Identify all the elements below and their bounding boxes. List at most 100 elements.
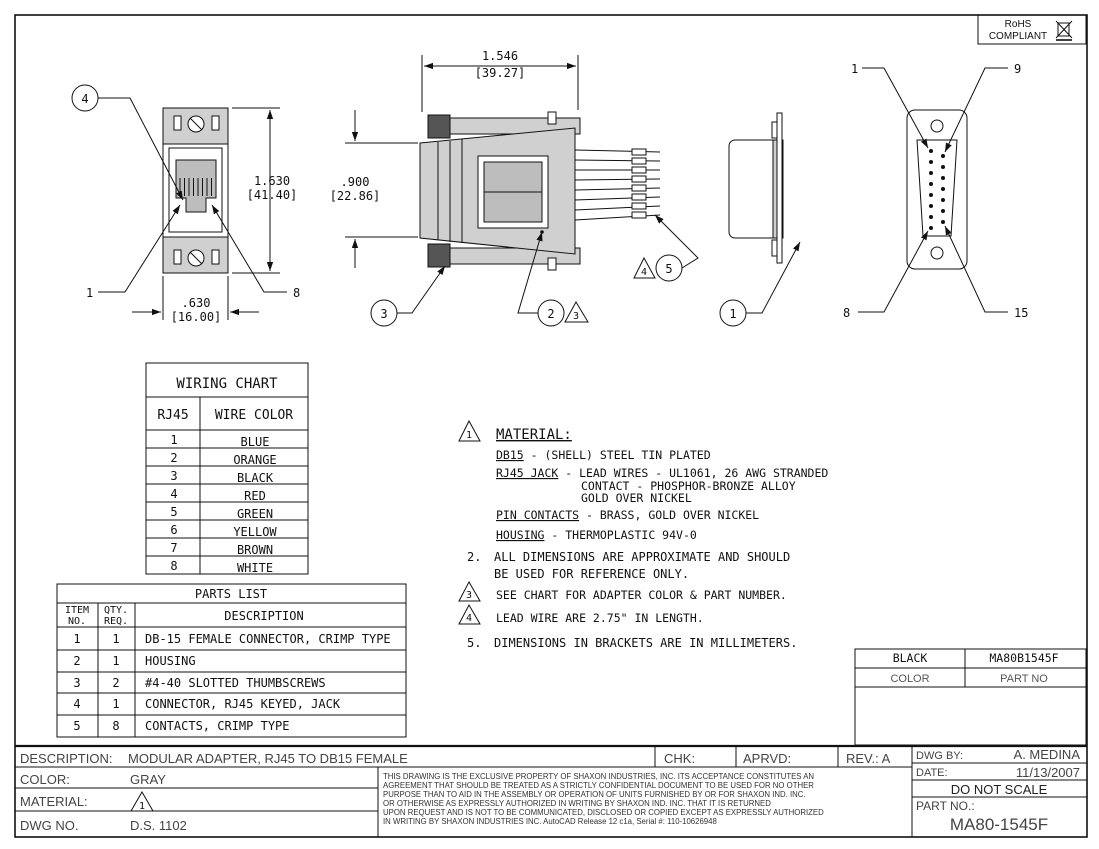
svg-text:CONTACTS, CRIMP TYPE: CONTACTS, CRIMP TYPE (145, 719, 290, 733)
side-length-in: 1.546 (482, 49, 518, 63)
svg-text:CONNECTOR, RJ45 KEYED, JACK: CONNECTOR, RJ45 KEYED, JACK (145, 697, 341, 711)
parts-list-title: PARTS LIST (195, 587, 267, 601)
svg-text:COLOR: COLOR (890, 673, 929, 685)
svg-text:3: 3 (170, 469, 177, 483)
svg-text:1: 1 (73, 632, 80, 646)
svg-text:CONTACT - PHOSPHOR-BRONZE ALLO: CONTACT - PHOSPHOR-BRONZE ALLOY (581, 479, 796, 493)
svg-text:THIS DRAWING IS THE EXCLUSIVE: THIS DRAWING IS THE EXCLUSIVE PROPERTY O… (383, 772, 814, 781)
svg-text:DWG NO.: DWG NO. (20, 818, 79, 833)
svg-text:HOUSING: HOUSING (145, 654, 196, 668)
svg-text:PART NO: PART NO (1000, 673, 1048, 685)
svg-text:DESCRIPTION:: DESCRIPTION: (20, 751, 112, 766)
svg-text:6: 6 (170, 523, 177, 537)
item-3-callout: 3 (380, 307, 387, 321)
svg-text:2: 2 (73, 654, 80, 668)
svg-text:1: 1 (170, 433, 177, 447)
sheet-border (14, 14, 1088, 838)
svg-text:3: 3 (466, 590, 472, 601)
db15-pin-15-label: 15 (1014, 306, 1028, 320)
item-1-callout: 1 (729, 307, 736, 321)
svg-text:YELLOW: YELLOW (233, 525, 277, 539)
side-height-in: .900 (341, 175, 370, 189)
note-4-flag: 4 (641, 267, 647, 278)
svg-text:AGREEMENT THAT SHOULD BE TREAT: AGREEMENT THAT SHOULD BE TREATED AS A ST… (383, 781, 814, 790)
svg-text:2: 2 (170, 451, 177, 465)
profile-view: 1 (719, 112, 801, 327)
svg-text:MATERIAL:: MATERIAL: (20, 794, 88, 809)
svg-text:RJ45 JACK - LEAD WIRES - UL106: RJ45 JACK - LEAD WIRES - UL1061, 26 AWG … (496, 466, 828, 480)
drawing-number-value: D.S. 1102 (130, 818, 187, 833)
db15-pin-9-label: 9 (1014, 62, 1021, 76)
rohs-badge: RoHS COMPLIANT (977, 14, 1087, 45)
confidentiality-notice: THIS DRAWING IS THE EXCLUSIVE PROPERTY O… (383, 772, 824, 826)
side-view: 1.546 [39.27] .900 [22.86] 3 2 3 4 5 (330, 49, 699, 327)
revision-value: REV.: A (846, 751, 891, 766)
color-part-table: BLACK MA80B1545F COLOR PART NO (854, 648, 1087, 746)
db15-pin-8-label: 8 (843, 306, 850, 320)
svg-text:1: 1 (112, 697, 119, 711)
item-2-callout: 2 (547, 307, 554, 321)
svg-text:REQ.: REQ. (104, 616, 128, 627)
svg-text:UPON REQUEST AND IS NOT TO BE: UPON REQUEST AND IS NOT TO BE COMMUNICAT… (383, 808, 824, 817)
svg-text:APRVD:: APRVD: (743, 751, 791, 766)
do-not-scale: DO NOT SCALE (951, 782, 1048, 797)
svg-text:RoHS: RoHS (1005, 19, 1032, 30)
svg-text:QTY.: QTY. (104, 605, 128, 616)
pin-8-label: 8 (293, 286, 300, 300)
wiring-chart-rows: 1 BLUE 2 ORANGE 3 BLACK 4 RED 5 GREEN 6 … (170, 433, 277, 575)
parts-list: PARTS LIST ITEM NO. QTY. REQ. DESCRIPTIO… (56, 583, 407, 738)
lead-wires (574, 148, 661, 221)
svg-text:1: 1 (466, 430, 472, 441)
svg-text:PART NO.:: PART NO.: (916, 799, 975, 813)
connector-face-view: 1 9 8 15 (843, 62, 1028, 320)
svg-text:1: 1 (139, 801, 145, 812)
item-5-callout: 5 (665, 262, 672, 276)
front-height-in: 1.630 (254, 174, 290, 188)
svg-text:DESCRIPTION: DESCRIPTION (224, 609, 303, 623)
svg-text:SEE CHART FOR ADAPTER COLOR &: SEE CHART FOR ADAPTER COLOR & PART NUMBE… (496, 588, 787, 602)
svg-text:BLUE: BLUE (241, 435, 270, 449)
svg-text:DWG BY:: DWG BY: (916, 750, 963, 762)
svg-text:8: 8 (170, 559, 177, 573)
rj45-contacts (179, 178, 212, 196)
svg-text:PURPOSE THAN TO AID IN THE ASS: PURPOSE THAN TO AID IN THE ASSEMBLY OR O… (383, 790, 806, 799)
front-view: 4 1 8 1.630 [41.40] .630 [16.00] (71, 84, 300, 324)
svg-text:2: 2 (112, 676, 119, 690)
svg-text:3: 3 (73, 676, 80, 690)
svg-text:BLACK: BLACK (237, 471, 274, 485)
recycle-bin-icon (1055, 20, 1073, 41)
description-value: MODULAR ADAPTER, RJ45 TO DB15 FEMALE (128, 751, 408, 766)
svg-text:ORANGE: ORANGE (233, 453, 276, 467)
title-block: DESCRIPTION: MODULAR ADAPTER, RJ45 TO DB… (15, 744, 1087, 837)
drawn-by-value: A. MEDINA (1014, 747, 1081, 762)
svg-text:NO.: NO. (68, 616, 86, 627)
front-height-mm: [41.40] (247, 188, 298, 202)
pin-1-label: 1 (86, 286, 93, 300)
svg-text:ALL DIMENSIONS ARE APPROXIMATE: ALL DIMENSIONS ARE APPROXIMATE AND SHOUL… (494, 550, 790, 564)
side-height-mm: [22.86] (330, 189, 381, 203)
svg-text:GOLD OVER NICKEL: GOLD OVER NICKEL (581, 491, 692, 505)
db15-pins (929, 149, 945, 230)
svg-text:CHK:: CHK: (664, 751, 695, 766)
date-value: 11/13/2007 (1016, 765, 1080, 780)
side-length-mm: [39.27] (475, 66, 526, 80)
svg-text:DATE:: DATE: (916, 767, 948, 779)
svg-text:RED: RED (244, 489, 266, 503)
svg-text:8: 8 (112, 719, 119, 733)
item-4-callout: 4 (81, 92, 88, 106)
wiring-col-color: WIRE COLOR (215, 408, 293, 423)
parts-list-rows: 1 1 DB-15 FEMALE CONNECTOR, CRIMP TYPE 2… (73, 632, 390, 733)
wiring-chart: WIRING CHART RJ45 WIRE COLOR 1 BLUE 2 OR… (145, 362, 309, 575)
color-value: BLACK (893, 651, 928, 665)
wiring-chart-title: WIRING CHART (176, 376, 278, 392)
svg-text:GREEN: GREEN (237, 507, 273, 521)
part-number-main: MA80-1545F (950, 815, 1048, 834)
notes: 1 MATERIAL: DB15 - (SHELL) STEEL TIN PLA… (458, 419, 828, 650)
svg-text:HOUSING - THERMOPLASTIC 94V-0: HOUSING - THERMOPLASTIC 94V-0 (496, 528, 697, 542)
svg-text:BE USED FOR REFERENCE ONLY.: BE USED FOR REFERENCE ONLY. (494, 567, 689, 581)
svg-text:PIN CONTACTS - BRASS, GOLD OVE: PIN CONTACTS - BRASS, GOLD OVER NICKEL (496, 508, 759, 522)
front-width-in: .630 (182, 296, 211, 310)
svg-text:5: 5 (170, 505, 177, 519)
svg-text:4: 4 (73, 697, 80, 711)
svg-text:2.: 2. (467, 550, 481, 564)
